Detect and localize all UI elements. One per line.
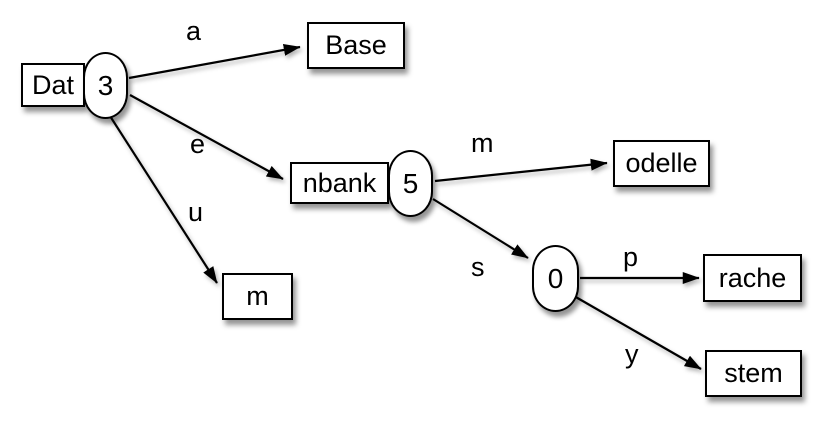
node-box-base: Base (307, 22, 405, 69)
edge-label-a: a (186, 16, 202, 46)
node-box-stem: stem (705, 350, 802, 397)
edge-label-p: p (623, 242, 639, 272)
edge-label-u: u (188, 197, 204, 227)
node-box-m: m (222, 273, 293, 320)
edge-label-m: m (471, 128, 494, 158)
edge-u-line (109, 115, 218, 284)
edge-label-y: y (625, 339, 639, 369)
node-box-rache: rache (703, 254, 802, 302)
node-box-odelle: odelle (613, 140, 710, 187)
node-box-dat: Dat (21, 63, 85, 107)
node-count-5: 5 (388, 150, 433, 217)
edge-label-s: s (471, 252, 485, 282)
edge-label-e: e (190, 129, 206, 159)
edge-m-line (434, 158, 608, 183)
edge-s-line (432, 198, 529, 259)
edge-e-line (129, 94, 284, 180)
node-box-nbank: nbank (290, 162, 389, 204)
node-count-3: 3 (83, 52, 128, 119)
node-count-0: 0 (532, 245, 579, 312)
edge-a-line (128, 43, 301, 80)
edge-y-line (573, 295, 702, 370)
